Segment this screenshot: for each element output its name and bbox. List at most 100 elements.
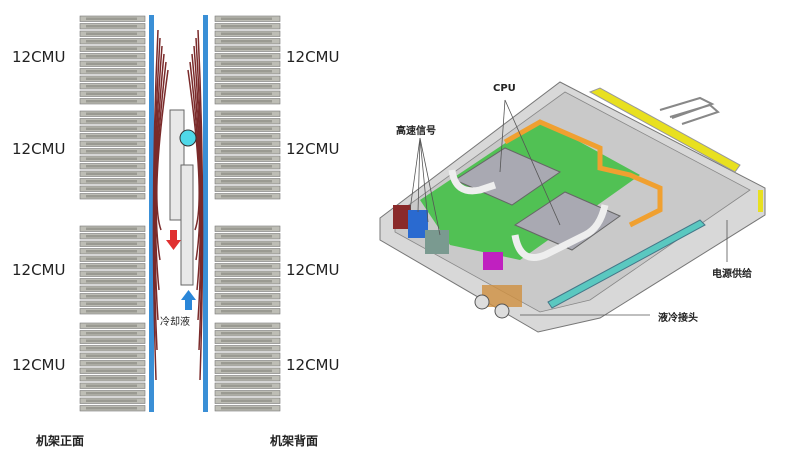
connector-gray [425,230,449,254]
cmu-blade-body [86,187,137,190]
cmu-blade-body [221,250,272,253]
cmu-blade-body [86,85,137,88]
cmu-blade-body [221,180,272,183]
cmu-blade-body [86,55,137,58]
cmu-blade-body [221,25,272,28]
connector-blue [408,210,428,238]
cmu-blade-body [221,85,272,88]
module-label-front-2: 12CMU [12,140,66,158]
cmu-blade-body [86,112,137,115]
cmu-blade-body [221,295,272,298]
rack-diagram [79,15,281,412]
cmu-blade-body [221,369,272,372]
cmu-blade-body [221,339,272,342]
cmu-blade-body [221,265,272,268]
callout-lines [409,99,728,316]
cooling-pipe-white-1 [448,169,497,195]
cmu-blade-body [86,62,137,65]
liquid-cooling-port-1 [474,294,490,310]
coolant-label: 冷却液 [160,317,190,328]
cmu-blade-body [86,142,137,145]
cpu-cold-plate-2 [513,191,622,251]
pump-icon [179,129,197,147]
cmu-blade-body [86,362,137,365]
cmu-blade-body [86,127,137,130]
cmu-blade-body [86,242,137,245]
cmu-blade-body [86,302,137,305]
cmu-blade-body [86,339,137,342]
cmu-blade-body [86,17,137,20]
cmu-blade-body [86,295,137,298]
cmu-blade-body [221,92,272,95]
cmu-blade-body [86,165,137,168]
rack-back-label: 机架背面 [270,434,319,448]
cmu-blade-body [86,172,137,175]
cmu-blade-body [221,195,272,198]
cmu-blade-body [86,324,137,327]
cmu-blade-body [221,377,272,380]
callout-power-supply: 电源供给 [712,269,752,280]
cmu-blade-body [221,310,272,313]
cmu-blade-body [221,302,272,305]
yellow-rail-end [758,190,763,212]
cmu-blade-body [86,77,137,80]
hot-coolant-arrow-icon [166,230,181,250]
cmu-blade-body [86,369,137,372]
cmu-blade-body [221,40,272,43]
cmu-blade-body [86,257,137,260]
liquid-cooling-port-2 [494,303,510,319]
module-label-front-1: 12CMU [12,48,66,66]
cmu-blade-body [221,242,272,245]
cmu-blade-body [86,32,137,35]
cmu-blade-body [86,47,137,50]
cmu-blade-body [86,100,137,103]
cmu-blade-body [221,172,272,175]
cmu-blade-body [221,235,272,238]
cmu-blade-body [221,17,272,20]
cmu-blade-body [86,25,137,28]
coolant-hose [156,69,169,231]
cmu-blade-body [221,62,272,65]
cmu-blade-body [221,272,272,275]
cmu-blade-body [86,40,137,43]
cmu-blade-body [221,324,272,327]
rack-front-label: 机架正面 [36,434,85,448]
cmu-blade-body [86,135,137,138]
cmu-blade-body [221,362,272,365]
cmu-blade-body [86,250,137,253]
cmu-blade-body [86,280,137,283]
cmu-blade-body [221,332,272,335]
cmu-blade-body [221,165,272,168]
cmu-blade-body [221,384,272,387]
front-manifold-rail [149,15,154,412]
callout-cpu: CPU [493,83,516,94]
cmu-blade-body [86,180,137,183]
cmu-blade-body [221,55,272,58]
liquid-cooling-port-plate [482,285,522,307]
manifold-pipe [180,164,194,286]
cmu-blade-body [86,332,137,335]
cmu-blade-body [221,127,272,130]
cmu-blade-body [86,150,137,153]
yellow-rail [588,87,741,173]
back-manifold-rail [203,15,208,412]
module-label-front-3: 12CMU [12,261,66,279]
module-label-back-1: 12CMU [286,48,340,66]
server-tray-diagram [379,81,766,333]
cmu-blade-body [86,310,137,313]
cmu-blade-body [221,157,272,160]
cmu-blade-body [221,257,272,260]
cmu-blade-body [221,287,272,290]
cmu-blade-body [86,70,137,73]
cmu-blade-body [86,120,137,123]
handle [659,96,720,125]
cmu-blade-body [221,100,272,103]
cmu-blade-body [221,77,272,80]
cmu-blade-body [221,227,272,230]
cmu-blade-body [221,354,272,357]
cmu-blade-body [221,150,272,153]
cmu-blade-body [86,377,137,380]
module-label-back-4: 12CMU [286,356,340,374]
cmu-blade-body [221,392,272,395]
coolant-hose [187,69,200,231]
